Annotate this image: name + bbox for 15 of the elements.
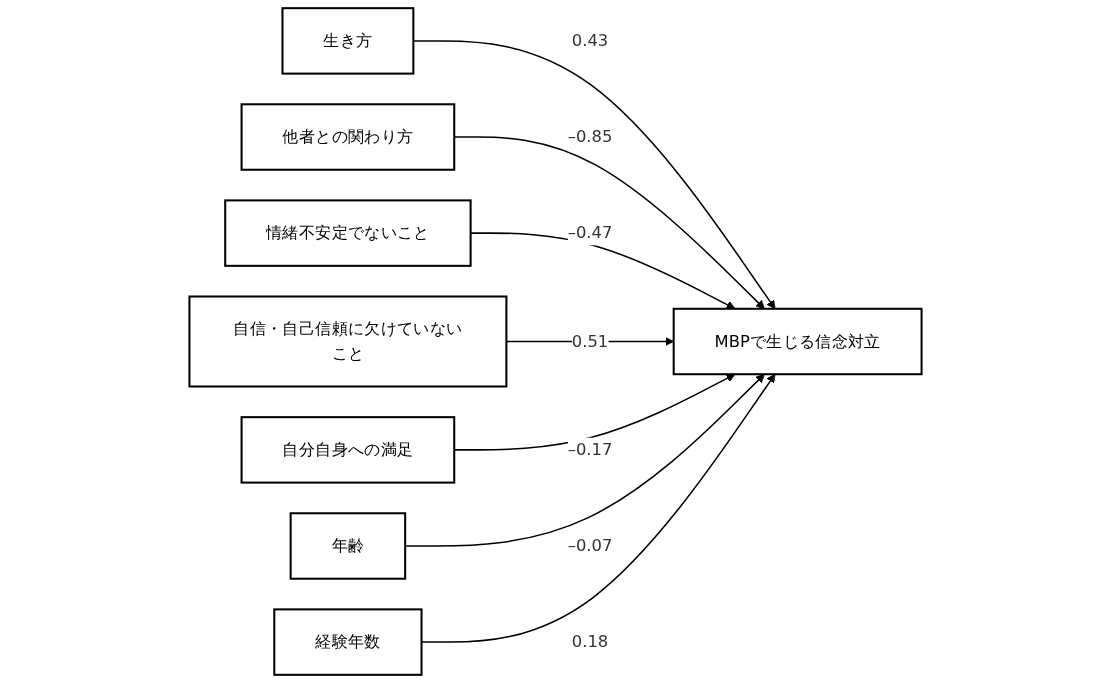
edge-label: –0.47	[567, 222, 613, 243]
node-box: 年齢	[289, 512, 407, 580]
node-box: 他者との関わり方	[240, 103, 456, 171]
node-box: 生き方	[281, 7, 415, 75]
edge-label: –0.17	[567, 439, 613, 460]
edge-label: 0.18	[571, 631, 609, 652]
node-box: MBPで生じる信念対立	[672, 307, 923, 376]
node-box: 情緒不安定でないこと	[224, 199, 472, 267]
edge-label: 0.51	[571, 331, 609, 351]
node-box: 経験年数	[273, 608, 423, 676]
node-box: 自信・自己信頼に欠けていないこと	[188, 295, 508, 388]
node-box: 自分自身への満足	[240, 416, 456, 484]
edge-label: –0.85	[567, 126, 613, 147]
edge-label: –0.07	[567, 535, 613, 556]
edge-label: 0.43	[571, 30, 609, 51]
